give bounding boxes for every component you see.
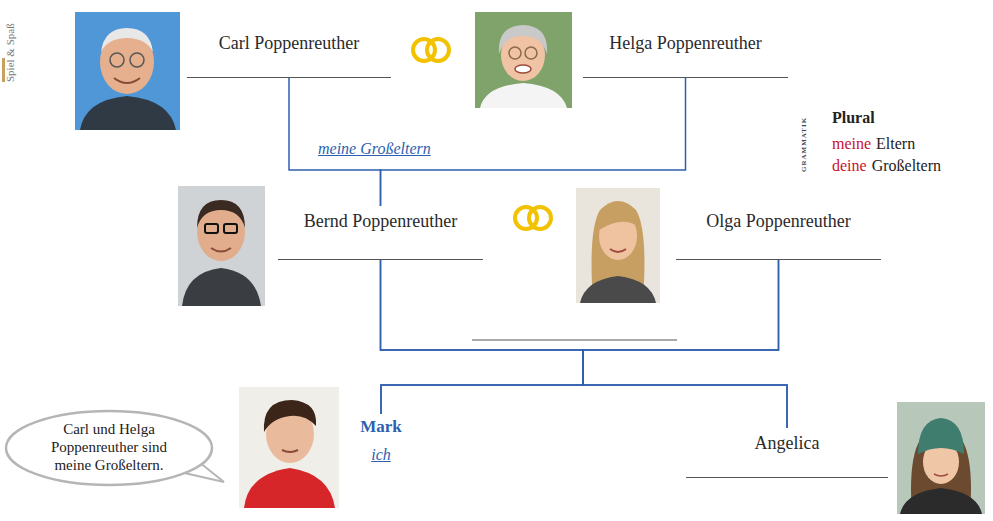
portrait-glasses	[205, 224, 218, 233]
portrait-glasses	[525, 47, 537, 59]
portrait-hair	[499, 25, 547, 54]
portrait-photo	[576, 188, 660, 303]
portrait-hair	[101, 28, 153, 52]
possessive-word: meine	[832, 134, 871, 153]
answer-line	[472, 340, 677, 341]
portrait-body	[480, 83, 567, 108]
family-line	[583, 260, 787, 428]
person-name: Mark	[360, 417, 402, 437]
portrait-photo	[75, 12, 180, 130]
portrait-photo	[239, 387, 339, 508]
grammar-noun: Großeltern	[872, 156, 941, 175]
speech-bubble: Carl und Helga Poppenreuther sind meine …	[4, 408, 214, 488]
portrait-body	[182, 268, 261, 306]
family-line	[381, 260, 584, 414]
speech-text: Carl und Helga Poppenreuther sind meine …	[33, 421, 185, 474]
portrait-photo	[178, 186, 265, 306]
portrait-hair	[197, 200, 245, 228]
portrait-glasses	[509, 47, 521, 59]
portrait-body	[80, 96, 176, 130]
line-label: meine Großeltern	[316, 139, 433, 158]
wedding-rings	[427, 39, 449, 61]
person-entry: Angelica	[686, 428, 888, 478]
person-name: Carl Poppenreuther	[219, 33, 359, 55]
portrait-smile	[610, 249, 626, 252]
portrait-hair	[599, 208, 637, 230]
person-name: Helga Poppenreuther	[609, 33, 761, 55]
person-name: Olga Poppenreuther	[706, 211, 850, 233]
portrait-body	[900, 488, 982, 514]
person-entry: Bernd Poppenreuther	[278, 206, 483, 260]
knit-hat	[918, 418, 964, 454]
person-entry: Olga Poppenreuther	[676, 206, 881, 260]
portrait-smile	[211, 248, 231, 252]
portrait-glasses	[110, 53, 124, 67]
handwritten-answer: ich	[371, 445, 391, 464]
portrait-glasses	[130, 53, 144, 67]
portrait-hair	[264, 400, 316, 432]
grammar-noun: Eltern	[876, 134, 915, 153]
person-entry: Helga Poppenreuther	[583, 28, 788, 78]
person-name: Bernd Poppenreuther	[304, 211, 457, 233]
portrait-photo	[475, 12, 572, 108]
portrait-smile	[282, 450, 298, 452]
self-entry: Mark ich	[340, 414, 422, 472]
portrait-smile	[114, 78, 140, 83]
family-line	[381, 260, 779, 414]
possessive-word: deine	[832, 156, 867, 175]
portrait-body	[580, 276, 656, 303]
portrait-glasses	[224, 224, 237, 233]
family-line	[381, 260, 788, 428]
bubble-outline	[6, 411, 212, 485]
grammar-heading: GRAMMATIK	[800, 117, 808, 172]
grammar-title: Plural	[832, 108, 875, 127]
person-entry: Carl Poppenreuther	[187, 28, 391, 78]
person-name: Angelica	[755, 433, 820, 455]
section-tab: Spiel & Spaß	[4, 23, 17, 82]
portrait-photo	[897, 402, 985, 514]
wedding-rings	[529, 207, 551, 229]
portrait-body	[244, 468, 335, 508]
portrait-smile	[515, 65, 531, 73]
portrait-smile	[934, 474, 948, 476]
